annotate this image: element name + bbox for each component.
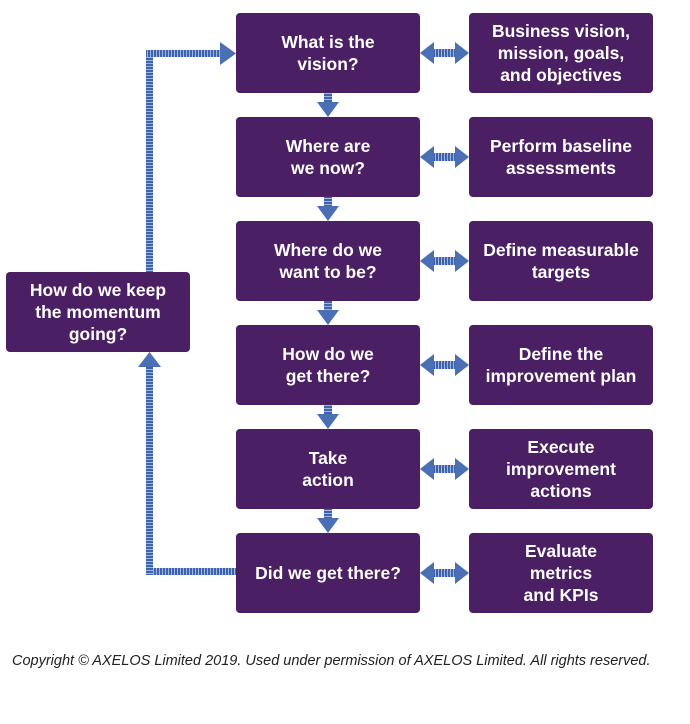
arrow-up-to-side-box — [138, 352, 161, 367]
step-question-box: What is the vision? — [236, 13, 420, 93]
momentum-question-box: How do we keep the momentum going? — [6, 272, 190, 352]
step-action-box: Business vision, mission, goals, and obj… — [469, 13, 653, 93]
step-question-box: Where are we now? — [236, 117, 420, 197]
step-action-box: Evaluate metrics and KPIs — [469, 533, 653, 613]
down-arrow — [317, 405, 339, 429]
double-arrow — [420, 250, 469, 272]
step-question-box: Take action — [236, 429, 420, 509]
down-arrow — [317, 509, 339, 533]
step-question-box: How do we get there? — [236, 325, 420, 405]
down-arrow — [317, 197, 339, 221]
double-arrow — [420, 562, 469, 584]
feedback-loop-connector — [138, 42, 236, 575]
down-arrow — [317, 301, 339, 325]
double-arrow — [420, 354, 469, 376]
double-arrow — [420, 458, 469, 480]
step-action-box: Perform baseline assessments — [469, 117, 653, 197]
connector-layer — [138, 42, 469, 584]
down-arrow — [317, 93, 339, 117]
step-question-box: Where do we want to be? — [236, 221, 420, 301]
step-action-box: Execute improvement actions — [469, 429, 653, 509]
copyright-notice: Copyright © AXELOS Limited 2019. Used un… — [12, 653, 651, 669]
double-arrow — [420, 146, 469, 168]
step-question-box: Did we get there? — [236, 533, 420, 613]
arrow-right-to-vision — [220, 42, 236, 65]
step-action-box: Define measurable targets — [469, 221, 653, 301]
double-arrow — [420, 42, 469, 64]
step-action-box: Define the improvement plan — [469, 325, 653, 405]
